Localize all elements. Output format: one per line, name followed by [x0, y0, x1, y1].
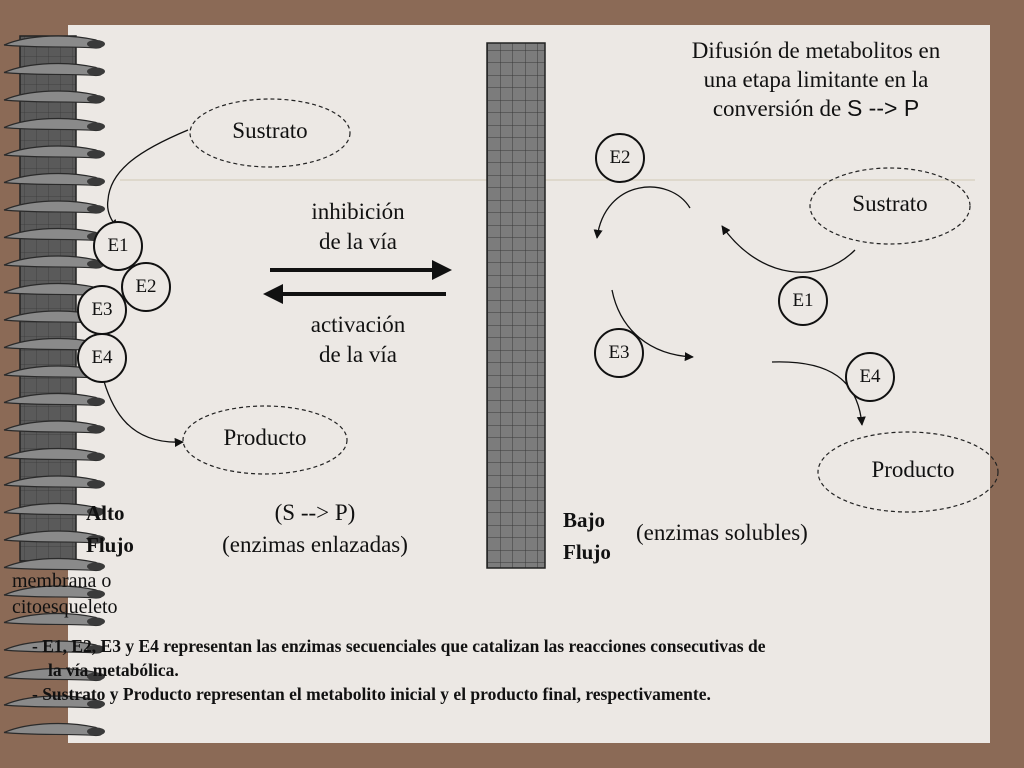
spiral-hole [87, 535, 105, 543]
left-e4-label: E4 [91, 347, 113, 368]
footnotes: - E1, E2, E3 y E4 representan las enzima… [32, 634, 1002, 706]
left-e2-label: E2 [135, 276, 157, 297]
right-product-ellipse [817, 431, 999, 513]
spiral-ring [3, 90, 103, 104]
right-substrate-ellipse [809, 167, 971, 245]
footnote-line-2: la vía metabólica. [48, 660, 179, 680]
right-arrow-e4 [771, 361, 866, 426]
spiral-hole [87, 452, 105, 461]
activation-line-2: de la vía [319, 342, 397, 367]
high-flow-line-2: Flujo [86, 533, 134, 557]
spiral-hole [87, 617, 105, 626]
right-e3-label: E3 [608, 342, 630, 363]
inhibition-label: inhibición de la vía [278, 197, 438, 257]
spiral-hole [87, 672, 105, 681]
spiral-hole [87, 727, 105, 736]
left-e3-label: E3 [91, 299, 113, 320]
membrane-label: membrana o citoesqueleto [12, 568, 118, 620]
right-e4-label: E4 [859, 366, 881, 387]
right-e3-circle [594, 328, 644, 378]
spiral-hole [87, 122, 105, 131]
diagram-title: Difusión de metabolitos en una etapa lim… [640, 36, 992, 123]
right-enzyme-type-label: (enzimas solubles) [636, 520, 808, 545]
spiral-ring [3, 420, 103, 434]
left-e1-label: E1 [107, 235, 129, 256]
right-substrate-label: Sustrato [852, 191, 928, 216]
spiral-ring [3, 62, 103, 77]
left-product-arrow [102, 377, 184, 448]
right-e1-circle [778, 276, 828, 326]
right-arrow-e3 [611, 289, 694, 362]
spiral-ring [3, 227, 103, 242]
right-e4-circle [845, 352, 895, 402]
spiral-hole [87, 205, 105, 213]
spiral-hole [87, 700, 105, 708]
spiral-hole [87, 425, 105, 433]
spiral-hole [87, 562, 105, 571]
spiral-hole [87, 590, 105, 598]
right-arrow-s-to-e1 [721, 225, 856, 273]
left-e1-circle [93, 221, 143, 271]
spiral-ring [3, 475, 103, 489]
spiral-hole [87, 480, 105, 488]
spiral-hole [87, 177, 105, 186]
spiral-ring [3, 722, 103, 737]
inhibition-arrow-head [432, 260, 452, 280]
spiral-hole [87, 645, 105, 653]
spiral-ring [3, 35, 103, 49]
spiral-hole [87, 95, 105, 103]
left-substrate-label: Sustrato [232, 118, 308, 143]
low-flow-label: Bajo Flujo [563, 504, 611, 568]
membrane-label-line-1: membrana o [12, 570, 112, 592]
footnote-line-1: - E1, E2, E3 y E4 representan las enzima… [32, 636, 766, 656]
high-flow-line-1: Alto [86, 501, 125, 525]
activation-line-1: activación [310, 312, 406, 337]
left-e2-circle [121, 262, 171, 312]
left-enzyme-type-label: (enzimas enlazadas) [222, 532, 408, 557]
activation-arrow-head [263, 284, 283, 304]
inhibition-line-1: inhibición [311, 199, 405, 224]
left-caption: (S --> P) (enzimas enlazadas) [190, 497, 440, 561]
title-line-1: Difusión de metabolitos en [691, 38, 941, 63]
right-e2-label: E2 [609, 147, 631, 168]
spiral-hole [87, 150, 105, 158]
inhibition-line-2: de la vía [319, 229, 397, 254]
spiral-ring [3, 447, 103, 462]
spiral-hole [87, 507, 105, 516]
low-flow-line-2: Flujo [563, 540, 611, 564]
right-e1-label: E1 [792, 290, 814, 311]
left-e4-circle [77, 333, 127, 383]
high-flow-label: Alto Flujo [86, 497, 134, 561]
spiral-hole [87, 397, 105, 406]
left-substrate-arrow [106, 129, 189, 229]
spiral-ring [3, 200, 103, 214]
right-product-label: Producto [871, 457, 955, 482]
left-reaction-label: (S --> P) [274, 500, 356, 525]
title-line-2: una etapa limitante en la [703, 67, 929, 92]
barrier-grid [486, 42, 546, 569]
spiral-binding [3, 35, 105, 737]
spiral-hole [87, 67, 105, 76]
spiral-ring [3, 172, 103, 187]
right-e2-circle [595, 133, 645, 183]
title-reaction: S --> P [846, 95, 920, 121]
right-arrow-e2 [593, 186, 691, 239]
spiral-hole [87, 40, 105, 48]
title-line-3: conversión de S --> P [640, 94, 992, 123]
left-substrate-ellipse [189, 98, 351, 168]
left-product-label: Producto [223, 425, 307, 450]
spiral-ring [3, 392, 103, 407]
footnote-line-3: - Sustrato y Producto representan el met… [32, 684, 711, 704]
activation-label: activación de la vía [278, 310, 438, 370]
title-line-3-text: conversión de [712, 96, 847, 121]
spiral-ring [3, 145, 103, 159]
membrane-label-line-2: citoesqueleto [12, 596, 118, 618]
low-flow-line-1: Bajo [563, 508, 605, 532]
spiral-ring [3, 117, 103, 132]
spiral-ring [3, 255, 103, 269]
